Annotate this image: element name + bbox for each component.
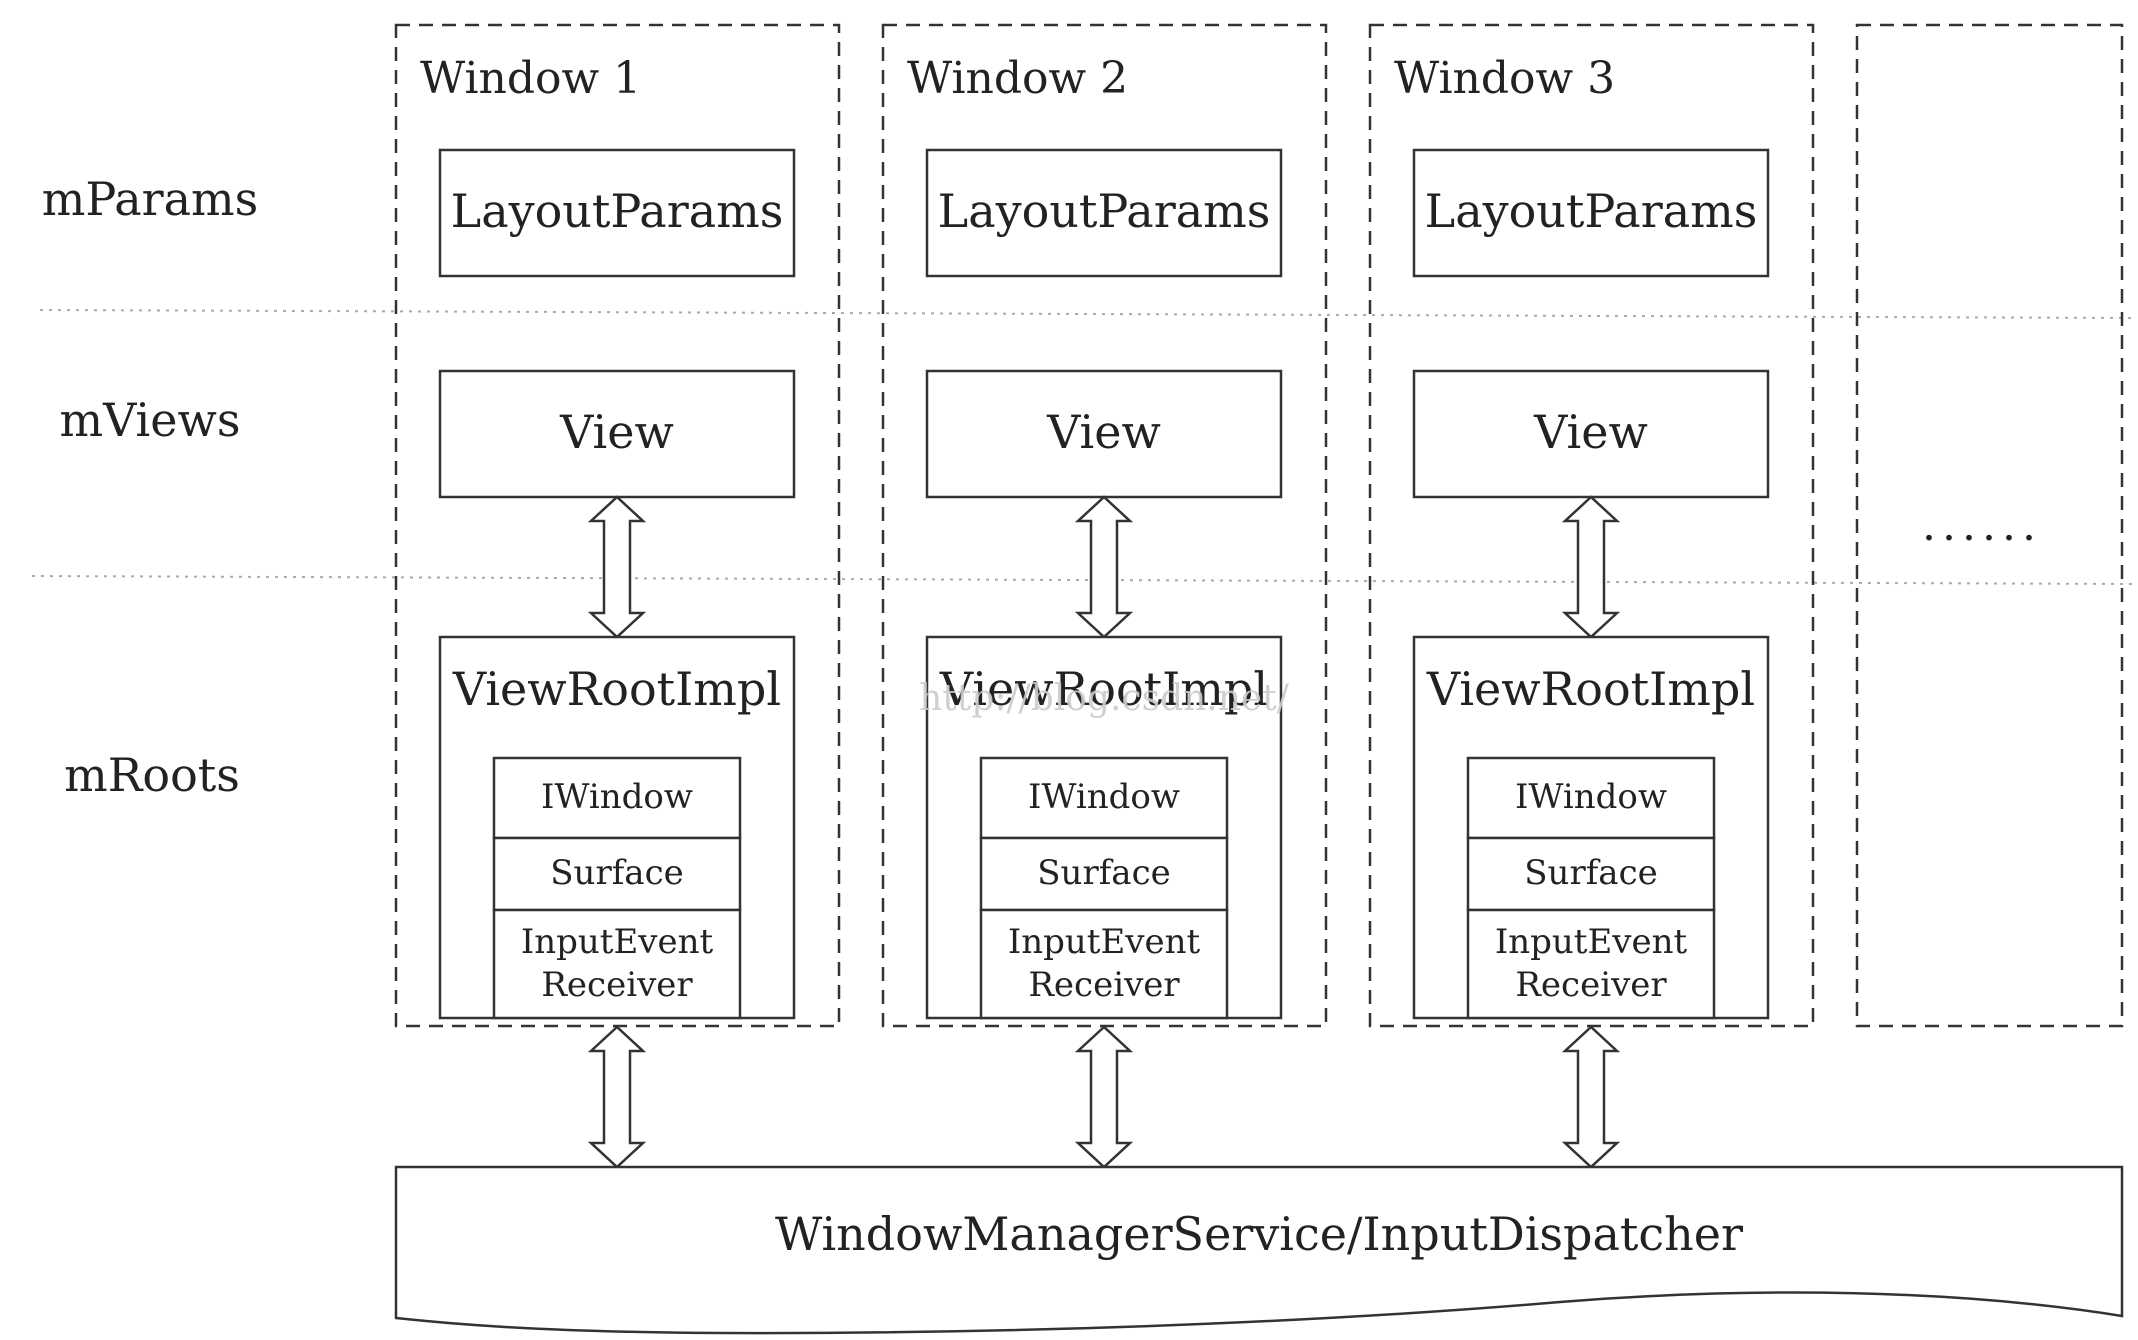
- view-label: View: [1533, 405, 1648, 459]
- row-label-views: mViews: [60, 393, 241, 447]
- ellipsis-label: ......: [1922, 500, 2042, 551]
- row-label-params: mParams: [42, 172, 259, 226]
- view-label: View: [559, 405, 674, 459]
- watermark: http://blog.csdn.net/: [919, 678, 1290, 719]
- iwindow-label: IWindow: [1515, 777, 1667, 817]
- window-service-arrow: [589, 1025, 645, 1169]
- view-label: View: [1046, 405, 1161, 459]
- surface-label: Surface: [550, 853, 683, 893]
- receiver-label: Receiver: [541, 965, 693, 1005]
- view-root-impl-label: ViewRootImpl: [452, 662, 781, 716]
- service-shape: [394, 1165, 2124, 1335]
- row-separator-bottom: [31, 575, 2136, 585]
- layout-params-box: [925, 148, 1283, 278]
- more-windows: ......: [1855, 23, 2124, 1028]
- receiver-label: Receiver: [1028, 965, 1180, 1005]
- layout-params-label: LayoutParams: [1425, 184, 1758, 238]
- view-box: [438, 369, 796, 499]
- layout-params-label: LayoutParams: [451, 184, 784, 238]
- window-title: Window 1: [420, 53, 641, 104]
- input-event-label: InputEvent: [521, 922, 714, 962]
- window-3: Window 3 LayoutParams View ViewRootImpl …: [1368, 23, 1815, 1169]
- window-manager-service: WindowManagerService/InputDispatcher: [394, 1165, 2124, 1335]
- window-title: Window 2: [907, 53, 1128, 104]
- surface-label: Surface: [1037, 853, 1170, 893]
- input-event-receiver-cell: [979, 908, 1229, 1020]
- surface-cell: [1466, 836, 1716, 912]
- iwindow-cell: [1466, 756, 1716, 840]
- view-viewroot-arrow: [589, 495, 645, 639]
- view-viewroot-arrow: [1076, 495, 1132, 639]
- view-viewroot-arrow: [1563, 495, 1619, 639]
- input-event-receiver-cell: [1466, 908, 1716, 1020]
- surface-label: Surface: [1524, 853, 1657, 893]
- view-root-impl-label: ViewRootImpl: [939, 662, 1268, 716]
- layout-params-label: LayoutParams: [938, 184, 1271, 238]
- row-separator-top: [39, 309, 2136, 319]
- input-event-receiver-cell: [492, 908, 742, 1020]
- window-frame: [1855, 23, 2124, 1028]
- input-event-label: InputEvent: [1008, 922, 1201, 962]
- receiver-label: Receiver: [1515, 965, 1667, 1005]
- surface-cell: [979, 836, 1229, 912]
- service-label: WindowManagerService/InputDispatcher: [775, 1207, 1743, 1261]
- iwindow-cell: [979, 756, 1229, 840]
- layout-params-box: [438, 148, 796, 278]
- window-1: Window 1 LayoutParams View ViewRootImpl …: [394, 23, 841, 1169]
- window-service-arrow: [1563, 1025, 1619, 1169]
- iwindow-label: IWindow: [541, 777, 693, 817]
- input-event-label: InputEvent: [1495, 922, 1688, 962]
- iwindow-cell: [492, 756, 742, 840]
- window-service-arrow: [1076, 1025, 1132, 1169]
- layout-params-box: [1412, 148, 1770, 278]
- iwindow-label: IWindow: [1028, 777, 1180, 817]
- view-box: [1412, 369, 1770, 499]
- view-box: [925, 369, 1283, 499]
- surface-cell: [492, 836, 742, 912]
- window-title: Window 3: [1394, 53, 1615, 104]
- row-label-roots: mRoots: [64, 748, 240, 802]
- window-2: Window 2 LayoutParams View ViewRootImpl …: [881, 23, 1328, 1169]
- view-root-impl-label: ViewRootImpl: [1426, 662, 1755, 716]
